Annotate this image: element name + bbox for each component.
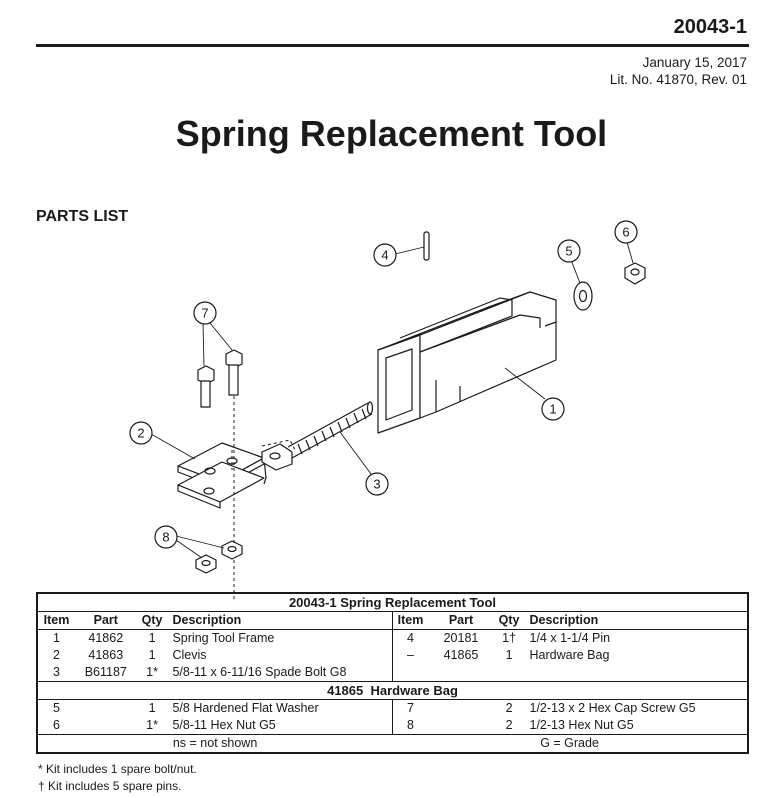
footnote-spare-bolt: * Kit includes 1 spare bolt/nut.: [38, 762, 197, 776]
lit-number-line: Lit. No. 41870, Rev. 01: [609, 72, 747, 87]
col-qty: Qty: [493, 611, 525, 630]
description-cell: 1/2-13 Hex Nut G5: [529, 718, 634, 732]
col-part: Part: [428, 611, 494, 630]
table-header-row: Item Part Qty Description Item Part Qty …: [37, 611, 748, 630]
item-cell: –: [391, 647, 429, 664]
qty-cell: 2: [505, 701, 513, 715]
col-item: Item: [391, 611, 429, 630]
col-qty: Qty: [136, 611, 168, 630]
col-part: Part: [74, 611, 137, 630]
item-cell: 8: [391, 717, 429, 735]
item-cell: 1: [53, 631, 60, 645]
qty-cell: 1*: [146, 718, 158, 732]
table-row: 6 1* 5/8-11 Hex Nut G5 8 2 1/2-13 Hex Nu…: [37, 717, 748, 735]
description-cell: Spring Tool Frame: [172, 631, 275, 645]
bag-title: 41865 Hardware Bag: [37, 681, 748, 700]
part-cell: 41862: [88, 631, 124, 645]
qty-cell: 1†: [502, 631, 517, 645]
part-cell: 41865: [443, 648, 479, 662]
legend-grade: G = Grade: [392, 734, 748, 753]
legend-not-shown: ns = not shown: [37, 734, 393, 753]
callout-7: 7: [201, 306, 208, 321]
description-cell: 1/2-13 x 2 Hex Cap Screw G5: [529, 701, 696, 715]
description-cell: 5/8 Hardened Flat Washer: [172, 701, 319, 715]
callout-6: 6: [622, 225, 629, 240]
top-rule: [36, 44, 749, 47]
qty-cell: 1: [505, 648, 513, 662]
description-cell: 1/4 x 1-1/4 Pin: [529, 631, 611, 645]
col-description: Description: [524, 611, 748, 630]
qty-cell: 2: [505, 718, 513, 732]
page-title: Spring Replacement Tool: [175, 113, 608, 154]
part-cell: [75, 700, 137, 718]
cap-screws-drawing: [197, 349, 243, 408]
qty-cell: 1*: [146, 665, 158, 679]
flat-washer-drawing: [573, 281, 593, 311]
callout-8: 8: [162, 530, 169, 545]
item-cell: 2: [53, 648, 60, 662]
clevis-drawing: [177, 442, 267, 509]
qty-cell: [494, 664, 525, 682]
part-cell: B61187: [84, 665, 127, 679]
qty-cell: 1: [148, 631, 156, 645]
pin-drawing: [423, 231, 430, 261]
table-row: 3 B61187 1* 5/8-11 x 6-11/16 Spade Bolt …: [37, 664, 748, 682]
parts-table: 20043-1 Spring Replacement Tool Item Par…: [36, 592, 749, 754]
part-cell: [428, 717, 493, 735]
spring-tool-frame-drawing: [377, 291, 557, 434]
exploded-parts-diagram: 1 2 3 4 5 6 7 8: [129, 220, 646, 600]
bag-title-row: 41865 Hardware Bag: [37, 681, 748, 700]
callout-4: 4: [381, 248, 388, 263]
legend-row: ns = not shown G = Grade: [37, 734, 748, 753]
kit-title: 20043-1 Spring Replacement Tool: [37, 592, 748, 612]
item-cell: [391, 664, 429, 682]
part-cell: [75, 717, 137, 735]
table-row: 5 1 5/8 Hardened Flat Washer 7 2 1/2-13 …: [37, 699, 748, 718]
item-cell: 5: [53, 701, 60, 715]
item-cell: 3: [53, 665, 60, 679]
footnote-spare-pins: † Kit includes 5 spare pins.: [38, 779, 182, 793]
parts-list-heading: PARTS LIST: [36, 208, 129, 225]
item-cell: 6: [53, 718, 60, 732]
part-cell: 20181: [443, 631, 479, 645]
table-row: 2 41863 1 Clevis – 41865 1 Hardware Bag: [37, 647, 748, 664]
hex-nuts-drawing: [195, 540, 243, 574]
doc-number: 20043-1: [673, 16, 747, 38]
qty-cell: 1: [148, 701, 156, 715]
qty-cell: 1: [148, 648, 156, 662]
callout-5: 5: [565, 244, 572, 259]
hex-nut-drawing: [624, 262, 646, 285]
date-line: January 15, 2017: [642, 55, 747, 70]
callout-3: 3: [373, 477, 380, 492]
callout-2: 2: [137, 426, 144, 441]
spade-bolt-drawing: [261, 401, 374, 471]
description-cell: Hardware Bag: [529, 648, 610, 662]
table-row: 1 41862 1 Spring Tool Frame 4 20181 1† 1…: [37, 629, 748, 647]
item-cell: 7: [391, 699, 429, 717]
description-cell: Clevis: [172, 648, 207, 662]
description-cell: 5/8-11 x 6-11/16 Spade Bolt G8: [172, 665, 347, 679]
part-cell: [428, 664, 493, 682]
part-cell: 41863: [88, 648, 124, 662]
col-description: Description: [167, 611, 393, 630]
col-item: Item: [37, 611, 75, 630]
callout-1: 1: [549, 402, 556, 417]
part-cell: [428, 700, 493, 718]
item-cell: 4: [391, 629, 429, 647]
kit-title-row: 20043-1 Spring Replacement Tool: [37, 592, 748, 612]
description-cell: 5/8-11 Hex Nut G5: [172, 718, 276, 732]
description-cell: [525, 664, 749, 682]
